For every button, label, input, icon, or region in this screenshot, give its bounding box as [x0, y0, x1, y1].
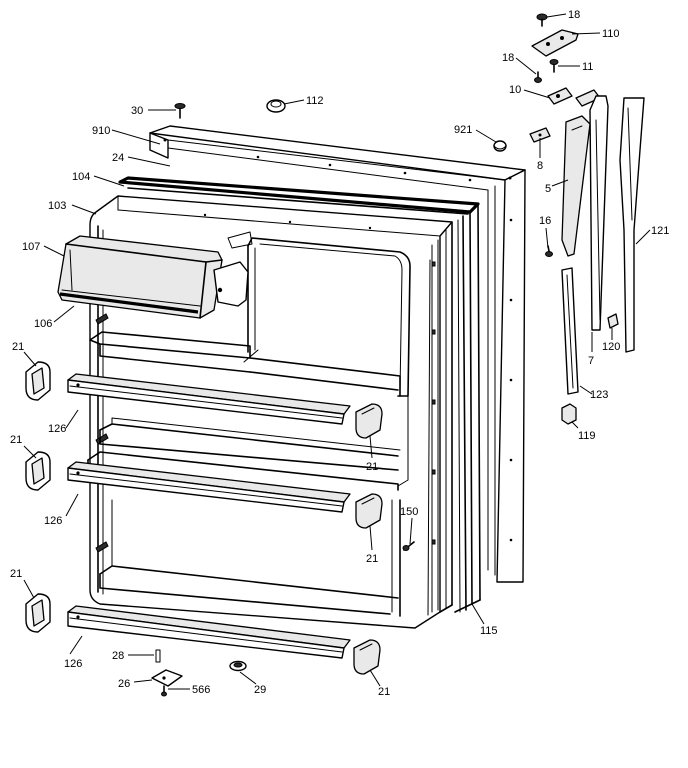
callout-21: 21 — [366, 461, 378, 473]
callout-labels: 18 110 18 11 10 30 112 910 921 24 104 8 … — [10, 9, 669, 698]
callout-123: 123 — [590, 389, 608, 401]
callout-24: 24 — [112, 152, 124, 164]
callout-112: 112 — [306, 95, 324, 107]
plug-112 — [266, 99, 286, 113]
callout-103: 103 — [48, 200, 66, 212]
callout-910: 910 — [92, 125, 110, 137]
screw-120 — [607, 313, 619, 329]
callout-120: 120 — [602, 341, 620, 353]
callout-121: 121 — [651, 225, 669, 237]
outer-door-panel — [149, 125, 526, 583]
callout-10: 10 — [509, 84, 521, 96]
callout-115: 115 — [480, 625, 498, 637]
shelf-end-cap-right-3 — [353, 639, 381, 675]
bracket-8 — [529, 127, 551, 143]
callout-126: 126 — [48, 423, 66, 435]
callout-18: 18 — [568, 9, 580, 21]
leader-lines — [23, 13, 651, 690]
handle-5 — [561, 95, 609, 331]
callout-11: 11 — [582, 61, 593, 73]
callout-921: 921 — [454, 124, 472, 136]
shelf-end-cap-left-3 — [25, 593, 51, 633]
callout-106: 106 — [34, 318, 52, 330]
cap-119 — [561, 403, 577, 425]
screw-566 — [161, 685, 167, 697]
door-gasket — [118, 176, 481, 613]
callout-107: 107 — [22, 241, 40, 253]
shelf-end-cap-left-2 — [25, 451, 51, 491]
callout-29: 29 — [254, 684, 266, 696]
callout-566: 566 — [192, 684, 210, 696]
callout-21: 21 — [10, 434, 22, 446]
shelf-end-cap-left-1 — [25, 361, 51, 401]
callout-104: 104 — [72, 171, 90, 183]
callout-26: 26 — [118, 678, 130, 690]
callout-119: 119 — [578, 430, 596, 442]
hinge-10 — [547, 87, 601, 107]
trim-123 — [561, 267, 579, 395]
callout-126: 126 — [64, 658, 82, 670]
butter-compartment — [57, 231, 253, 319]
plug-29 — [229, 660, 247, 672]
handle-trim-121 — [619, 97, 645, 353]
door-shelf-bar-lower — [67, 605, 351, 659]
shelf-end-cap-right-1 — [355, 403, 383, 439]
callout-21: 21 — [378, 686, 390, 698]
callout-30: 30 — [131, 105, 143, 117]
callout-21: 21 — [12, 341, 24, 353]
callout-7: 7 — [588, 355, 594, 367]
door-shelf-bar-middle — [67, 461, 351, 513]
callout-16: 16 — [539, 215, 551, 227]
callout-110: 110 — [602, 28, 620, 40]
screw-18-top — [536, 13, 548, 27]
screw-150 — [402, 541, 415, 551]
callout-8: 8 — [537, 160, 543, 172]
callout-126: 126 — [44, 515, 62, 527]
door-shelf-bar-upper — [67, 373, 351, 425]
screw-16 — [545, 245, 553, 257]
callout-5: 5 — [545, 183, 551, 195]
callout-21: 21 — [366, 553, 378, 565]
screw-18-mid — [534, 71, 542, 83]
callout-21: 21 — [10, 568, 22, 580]
callout-150: 150 — [400, 506, 418, 518]
screw-30 — [174, 103, 186, 119]
screw-11 — [549, 59, 559, 73]
callout-28: 28 — [112, 650, 124, 662]
pin-28 — [155, 649, 161, 663]
plug-921 — [493, 140, 507, 152]
shelf-end-cap-right-2 — [355, 493, 383, 529]
callout-18: 18 — [502, 52, 514, 64]
hinge-cover-110 — [531, 29, 579, 57]
plate-26 — [151, 669, 183, 687]
